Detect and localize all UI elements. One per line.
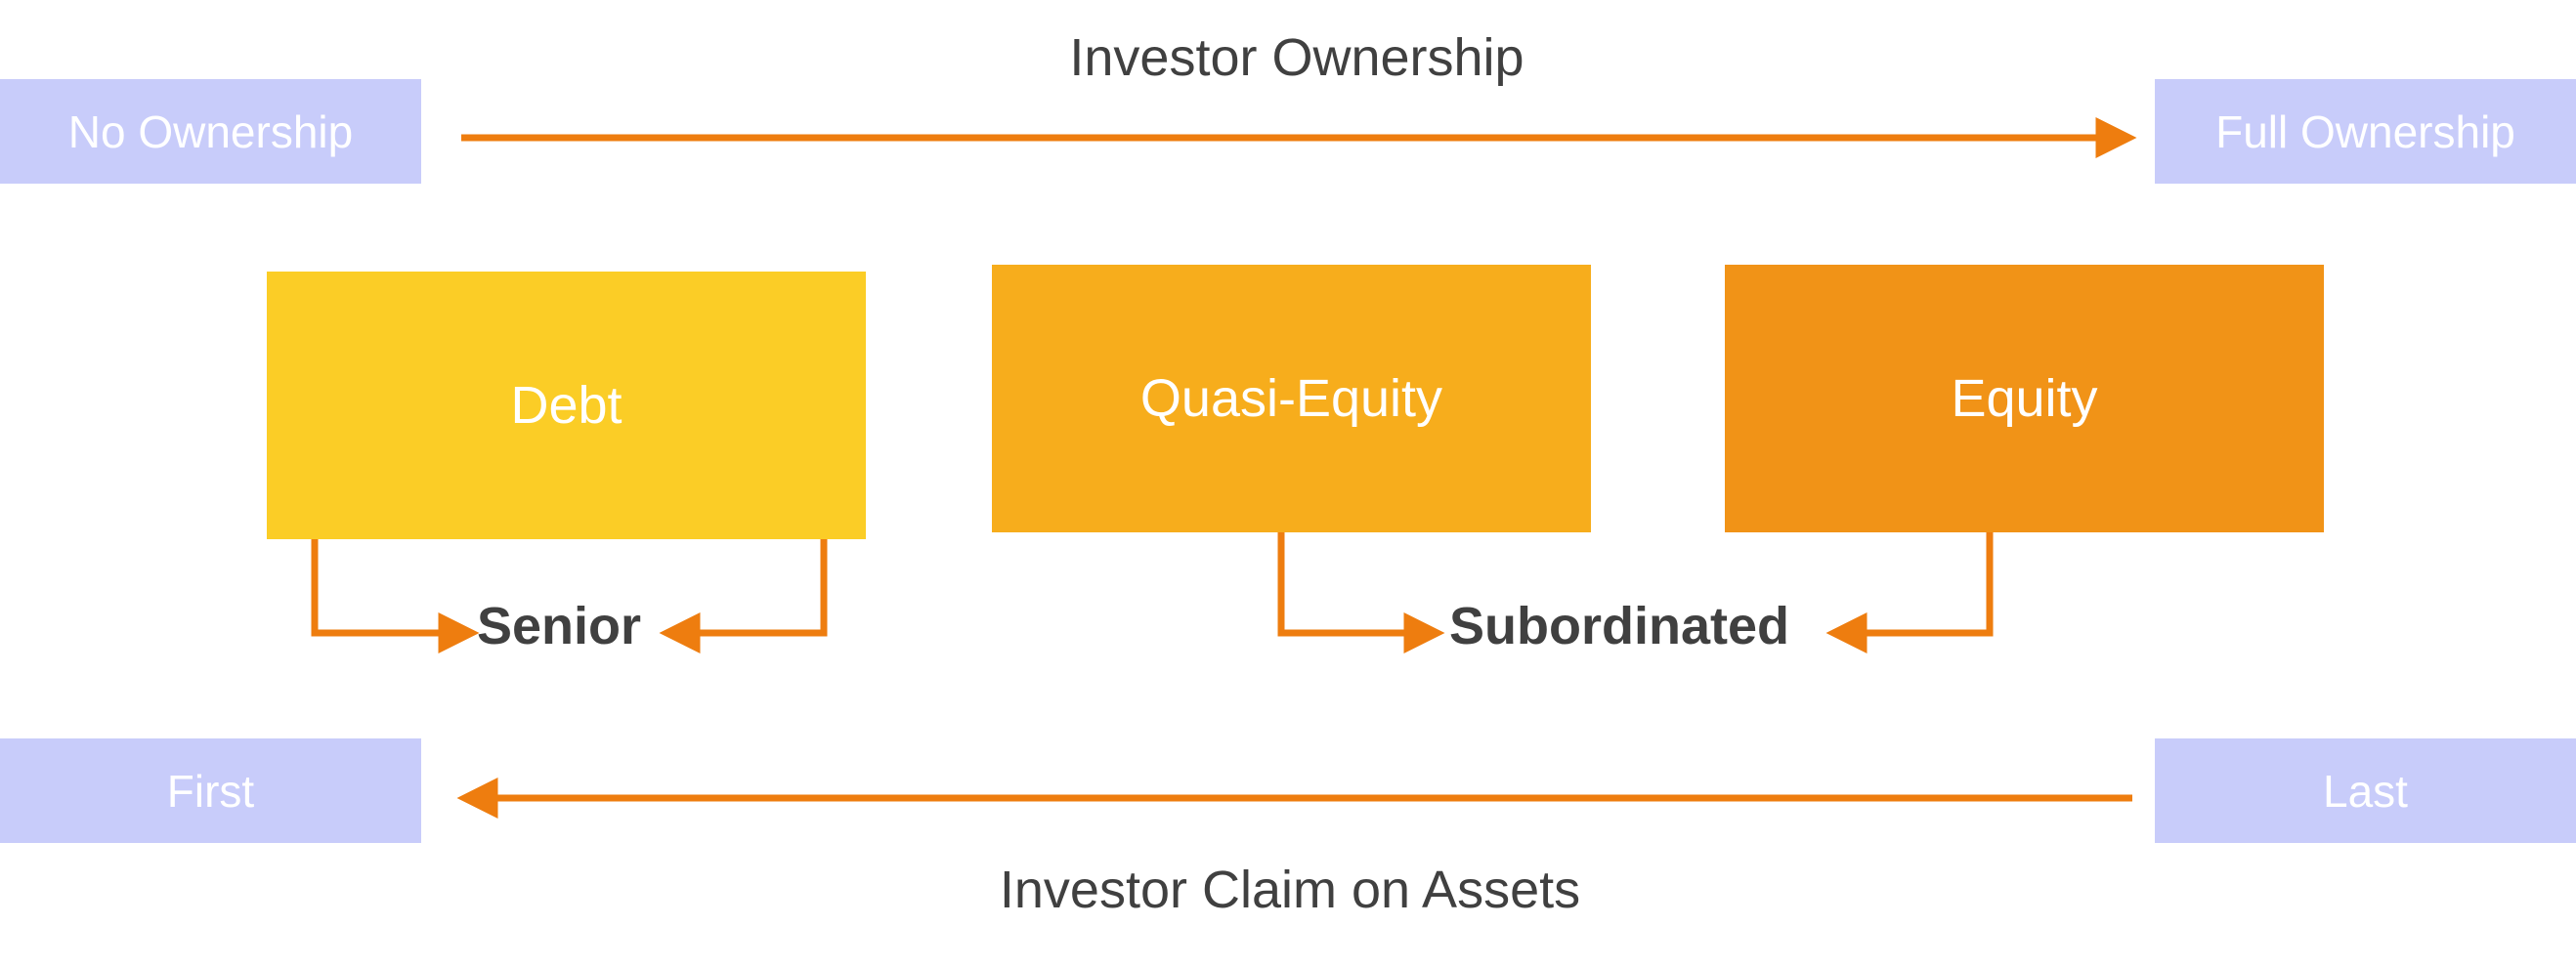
claim-title: Investor Claim on Assets [999, 861, 1581, 919]
debt-left-connector [311, 537, 480, 653]
equity-box: Equity [1725, 265, 2324, 532]
last-box: Last [2155, 738, 2576, 843]
equity-connector [1825, 532, 1994, 653]
debt-box: Debt [267, 272, 866, 539]
senior-label: Senior [477, 597, 642, 655]
no-ownership-box: No Ownership [0, 79, 421, 184]
quasi-equity-box: Quasi-Equity [992, 265, 1591, 532]
debt-right-connector [659, 537, 828, 653]
subordinated-label: Subordinated [1449, 597, 1789, 655]
ownership-title: Investor Ownership [1069, 28, 1524, 87]
full-ownership-box: Full Ownership [2155, 79, 2576, 184]
quasi-equity-connector [1277, 532, 1445, 653]
first-box: First [0, 738, 421, 843]
